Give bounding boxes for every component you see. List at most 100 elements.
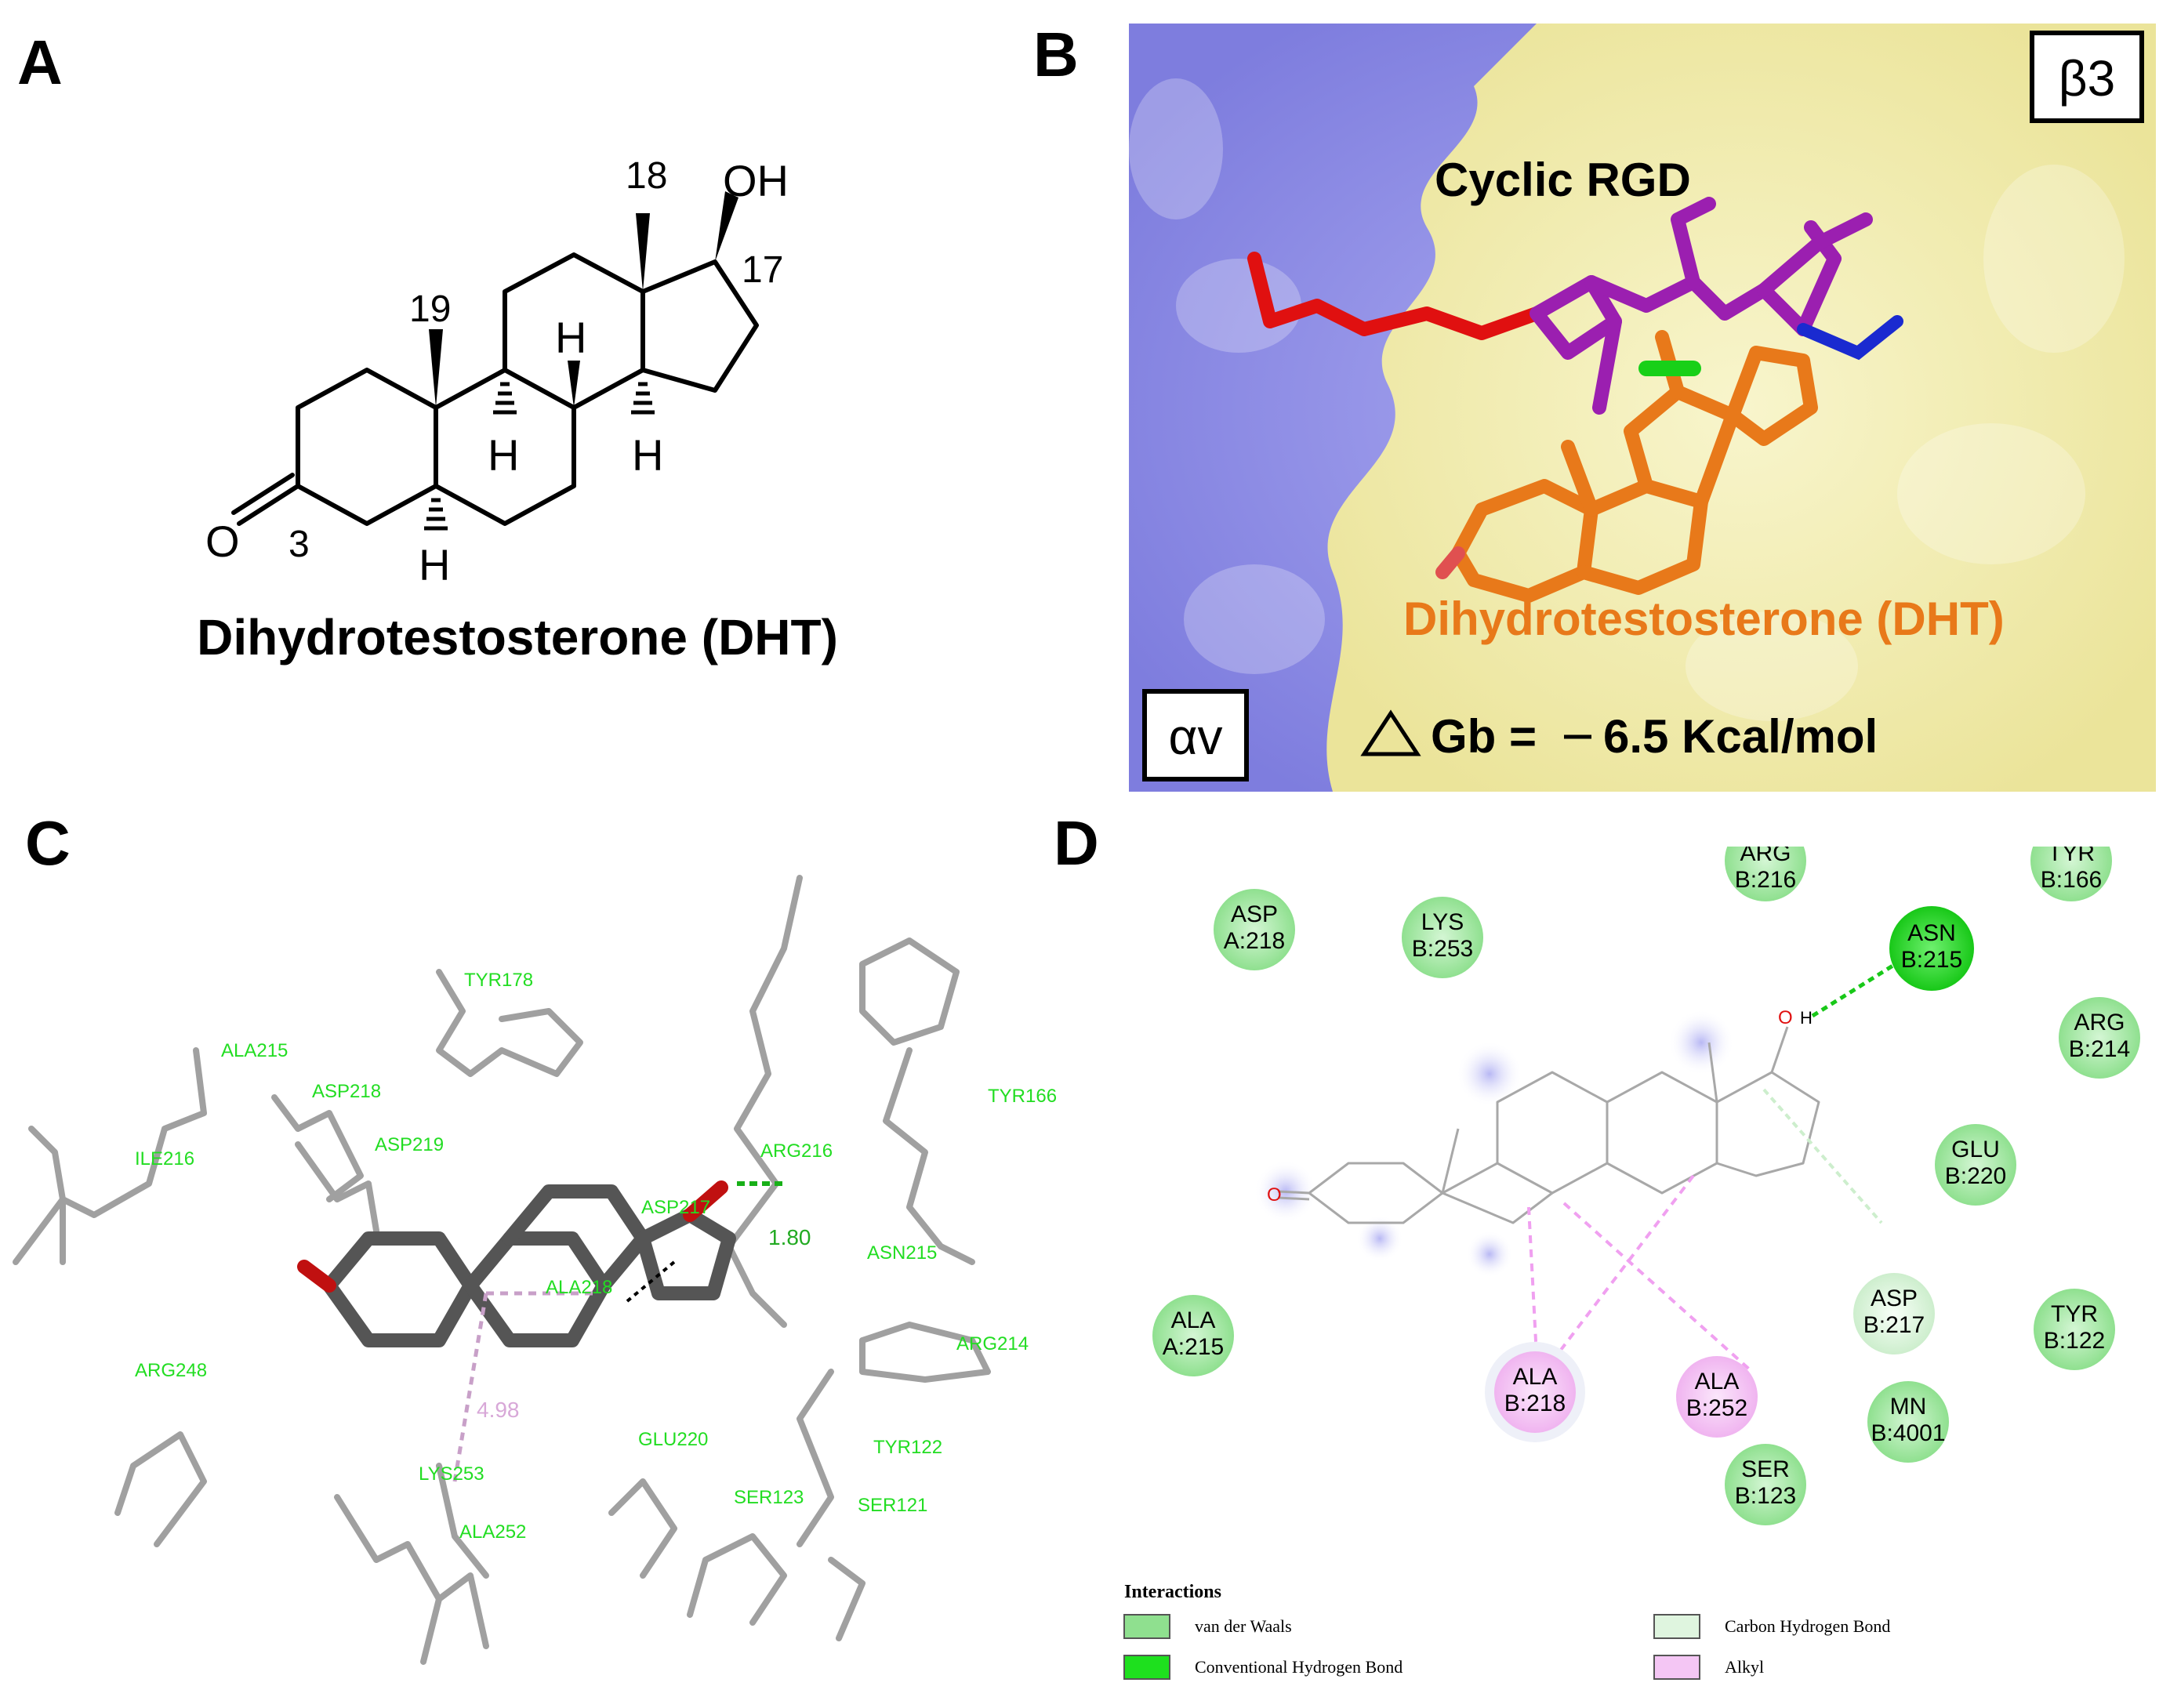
res-label-c-11: ARG248 bbox=[135, 1360, 207, 1381]
res-label-c-13: TYR122 bbox=[873, 1437, 942, 1458]
res-label-c-14: LYS253 bbox=[419, 1463, 484, 1485]
svg-text:ASP: ASP bbox=[1871, 1286, 1918, 1311]
cyclic-rgd-label: Cyclic RGD bbox=[1435, 154, 1691, 206]
atom-h-2d: H bbox=[1800, 1008, 1813, 1028]
svg-text:ALA: ALA bbox=[1171, 1307, 1216, 1333]
svg-text:B:214: B:214 bbox=[2069, 1036, 2130, 1062]
svg-text:β3: β3 bbox=[2059, 50, 2115, 107]
wedge-17-oh bbox=[715, 191, 738, 262]
panel-letter-d: D bbox=[1054, 808, 1099, 878]
svg-text:Gb =: Gb = bbox=[1431, 710, 1537, 763]
dht-sticks bbox=[1451, 330, 1818, 603]
svg-text:6.5 Kcal/mol: 6.5 Kcal/mol bbox=[1603, 710, 1878, 763]
svg-text:ASN: ASN bbox=[1907, 920, 1956, 946]
atom-h-8: H bbox=[555, 313, 586, 362]
legend: Interactions van der Waals Carbon Hydrog… bbox=[1123, 1582, 1890, 1680]
panel-letter-c: C bbox=[25, 808, 71, 878]
alkyl-lines bbox=[1527, 1174, 1754, 1373]
residue-sticks bbox=[13, 875, 991, 1665]
res-label-c-3: ASP219 bbox=[375, 1134, 444, 1155]
position-17: 17 bbox=[742, 249, 783, 291]
svg-text:B:216: B:216 bbox=[1735, 867, 1796, 893]
svg-text:ARG: ARG bbox=[1740, 847, 1791, 866]
alkyl-line-c bbox=[452, 1293, 488, 1482]
legend-title: Interactions bbox=[1124, 1582, 1221, 1602]
svg-text:B:218: B:218 bbox=[1504, 1391, 1566, 1416]
dht-label: Dihydrotestosterone (DHT) bbox=[1403, 593, 2005, 645]
svg-text:ASP: ASP bbox=[1231, 901, 1278, 927]
dht-caption: Dihydrotestosterone (DHT) bbox=[197, 609, 838, 665]
svg-text:B:4001: B:4001 bbox=[1871, 1420, 1945, 1446]
svg-text:A:218: A:218 bbox=[1224, 928, 1285, 954]
panel-b-docking: Cyclic RGD Dihydrotestosterone (DHT) β3 … bbox=[1129, 24, 2156, 792]
svg-text:Carbon Hydrogen Bond: Carbon Hydrogen Bond bbox=[1725, 1616, 1890, 1636]
res-label-c-7: ASP217 bbox=[641, 1197, 710, 1218]
panel-letter-b: B bbox=[1033, 20, 1079, 89]
wedge-18 bbox=[636, 213, 650, 292]
res-label-c-5: ARG216 bbox=[760, 1140, 833, 1162]
res-label-c-8: ASN215 bbox=[867, 1242, 937, 1264]
atom-o-ketone: O bbox=[205, 517, 240, 566]
atom-o-hydroxyl-2d: O bbox=[1778, 1007, 1793, 1028]
svg-text:B:123: B:123 bbox=[1735, 1483, 1796, 1509]
atom-o-keto-2d: O bbox=[1267, 1184, 1282, 1206]
atom-oh: OH bbox=[723, 156, 789, 205]
ligand-sticks bbox=[322, 1184, 736, 1347]
steroid-skeleton bbox=[231, 252, 759, 526]
svg-text:ALA: ALA bbox=[1513, 1364, 1558, 1390]
hash-bonds bbox=[424, 382, 655, 531]
wedge-8-h bbox=[568, 361, 580, 408]
svg-text:Alkyl: Alkyl bbox=[1725, 1657, 1764, 1677]
svg-text:Conventional Hydrogen Bond: Conventional Hydrogen Bond bbox=[1195, 1657, 1403, 1677]
binding-energy: Gb = 6.5 Kcal/mol bbox=[1360, 709, 1878, 763]
svg-text:B:122: B:122 bbox=[2044, 1328, 2105, 1354]
res-label-c-12: GLU220 bbox=[638, 1429, 708, 1450]
atom-h-9: H bbox=[488, 430, 519, 480]
hbond-asn215 bbox=[1811, 951, 1914, 1018]
legend-conv-hbond: Conventional Hydrogen Bond bbox=[1123, 1655, 1403, 1680]
svg-text:ALA: ALA bbox=[1695, 1369, 1740, 1394]
legend-carbon-hbond: Carbon Hydrogen Bond bbox=[1653, 1614, 1890, 1639]
rgd-red-chain bbox=[1247, 252, 1544, 340]
svg-text:B:217: B:217 bbox=[1863, 1312, 1925, 1338]
svg-text:GLU: GLU bbox=[1951, 1137, 2000, 1162]
svg-text:LYS: LYS bbox=[1421, 909, 1464, 935]
res-label-c-9: ALA218 bbox=[546, 1277, 612, 1298]
res-label-c-17: ALA252 bbox=[459, 1521, 526, 1543]
svg-text:TYR: TYR bbox=[2048, 847, 2095, 866]
distance-alkyl: 4.98 bbox=[477, 1398, 520, 1422]
svg-text:B:253: B:253 bbox=[1412, 936, 1473, 962]
res-label-c-2: ASP218 bbox=[312, 1081, 381, 1102]
svg-text:TYR: TYR bbox=[2051, 1301, 2098, 1327]
svg-text:B:220: B:220 bbox=[1945, 1163, 2006, 1189]
res-label-c-16: SER121 bbox=[858, 1495, 927, 1516]
position-19: 19 bbox=[409, 288, 451, 330]
rgd-sticks bbox=[1530, 197, 1873, 415]
legend-alkyl: Alkyl bbox=[1653, 1655, 1764, 1680]
legend-vdw: van der Waals bbox=[1123, 1614, 1292, 1639]
beta3-box: β3 bbox=[2030, 31, 2144, 123]
atom-h-5: H bbox=[419, 540, 450, 589]
position-3: 3 bbox=[288, 524, 310, 565]
position-18: 18 bbox=[626, 155, 667, 197]
res-label-c-0: TYR178 bbox=[464, 970, 533, 991]
panel-c-pocket: TYR178 ALA215 ASP218 ASP219 ILE216 ARG21… bbox=[13, 875, 1057, 1665]
svg-text:MN: MN bbox=[1890, 1394, 1927, 1420]
distance-hbond: 1.80 bbox=[768, 1225, 811, 1249]
wedge-19 bbox=[429, 329, 443, 408]
svg-text:SER: SER bbox=[1741, 1456, 1790, 1482]
panel-a-structure: O OH H H H H 19 18 17 3 Dihydrotestoster… bbox=[197, 155, 838, 665]
alphav-box: αv bbox=[1142, 689, 1249, 781]
svg-text:A:215: A:215 bbox=[1163, 1334, 1224, 1360]
